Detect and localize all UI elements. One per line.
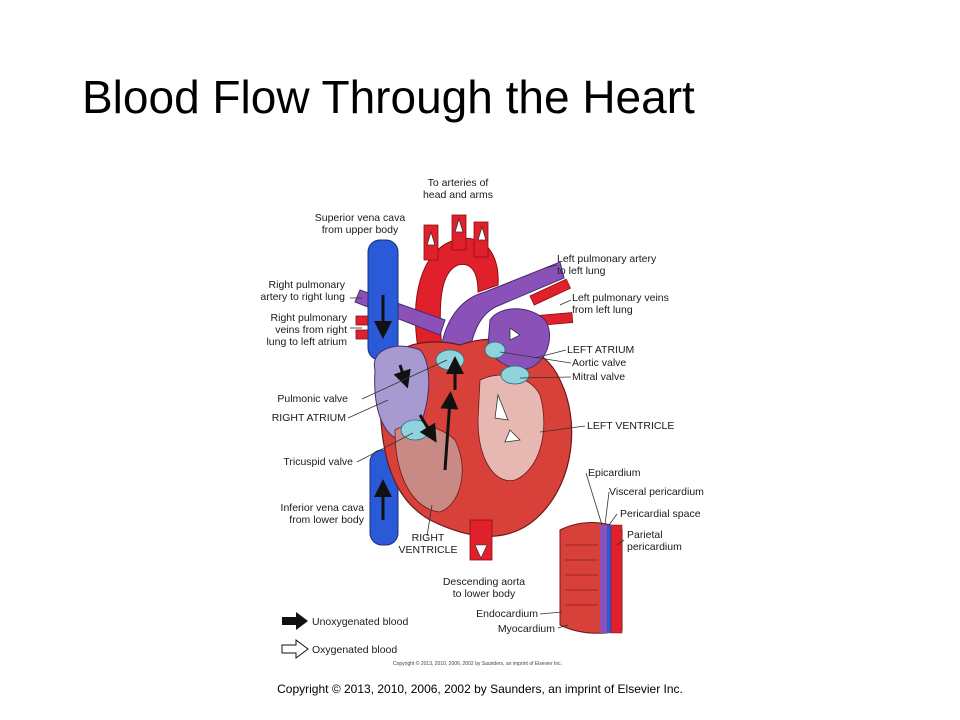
label-ivc-1: Inferior vena cava xyxy=(281,502,365,514)
label-myocardium: Myocardium xyxy=(498,623,555,635)
unoxygenated-arrow-icon xyxy=(282,612,308,630)
diagram-labels: To arteries of head and arms Superior ve… xyxy=(260,177,704,635)
figure-copyright: Copyright © 2013, 2010, 2006, 2002 by Sa… xyxy=(393,660,562,667)
label-pericardial-space: Pericardial space xyxy=(620,508,701,520)
label-descending-aorta-1: Descending aorta xyxy=(443,576,525,588)
pericardium-section xyxy=(559,522,623,634)
heart-illustration xyxy=(354,214,623,634)
label-lpv-1: Left pulmonary veins xyxy=(572,292,669,304)
left-atrium xyxy=(487,308,550,370)
label-left-ventricle: LEFT VENTRICLE xyxy=(587,420,674,432)
label-lpv-2: from left lung xyxy=(572,304,633,316)
label-parietal-1: Parietal xyxy=(627,529,663,541)
pulmonic-valve xyxy=(435,349,465,371)
label-right-ventricle-1: RIGHT xyxy=(412,532,445,544)
label-arteries-head-2: head and arms xyxy=(423,189,493,201)
label-mitral-valve: Mitral valve xyxy=(572,371,625,383)
label-rpa-2: artery to right lung xyxy=(260,291,345,303)
label-right-atrium: RIGHT ATRIUM xyxy=(272,412,346,424)
label-epicardium: Epicardium xyxy=(588,467,641,479)
slide-copyright: Copyright © 2013, 2010, 2006, 2002 by Sa… xyxy=(277,682,683,696)
legend-unoxygenated: Unoxygenated blood xyxy=(312,616,408,628)
label-pulmonic-valve: Pulmonic valve xyxy=(277,393,348,405)
label-rpa-1: Right pulmonary xyxy=(269,279,346,291)
label-ivc-2: from lower body xyxy=(289,514,364,526)
descending-aorta-arrow xyxy=(474,544,488,559)
label-rpv-1: Right pulmonary xyxy=(271,312,348,324)
label-rpv-3: lung to left atrium xyxy=(266,336,347,348)
label-lpa-2: to left lung xyxy=(557,265,606,277)
label-rpv-2: veins from right xyxy=(275,324,347,336)
label-endocardium: Endocardium xyxy=(476,608,538,620)
label-visceral-pericardium: Visceral pericardium xyxy=(609,486,704,498)
leader-lines xyxy=(347,264,625,629)
label-right-ventricle-2: VENTRICLE xyxy=(399,544,458,556)
slide-title: Blood Flow Through the Heart xyxy=(82,71,695,123)
mitral-valve xyxy=(500,365,530,385)
label-svc-2: from upper body xyxy=(322,224,399,236)
legend: Unoxygenated blood Oxygenated blood xyxy=(281,612,408,659)
artery-head-2 xyxy=(451,214,467,251)
right-atrium xyxy=(373,345,430,442)
label-arteries-head-1: To arteries of xyxy=(428,177,489,189)
label-left-atrium: LEFT ATRIUM xyxy=(567,344,634,356)
oxygenated-arrow-icon xyxy=(281,639,309,659)
label-svc-1: Superior vena cava xyxy=(315,212,406,224)
aortic-valve xyxy=(484,341,506,359)
label-lpa-1: Left pulmonary artery xyxy=(557,253,657,265)
label-tricuspid-valve: Tricuspid valve xyxy=(283,456,353,468)
descending-aorta xyxy=(469,519,493,561)
label-descending-aorta-2: to lower body xyxy=(453,588,516,600)
label-aortic-valve: Aortic valve xyxy=(572,357,626,369)
oxygenated-flow-arrows xyxy=(426,217,521,443)
deoxygenated-flow-arrows xyxy=(374,295,464,520)
label-parietal-2: pericardium xyxy=(627,541,682,553)
legend-oxygenated: Oxygenated blood xyxy=(312,644,397,656)
